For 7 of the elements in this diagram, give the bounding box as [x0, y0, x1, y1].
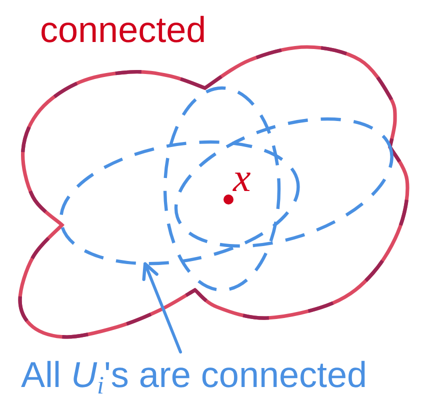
arrow [142, 262, 182, 354]
region-label: connected [40, 10, 206, 50]
dashed-ellipse [58, 139, 302, 267]
point-label: x [233, 158, 251, 198]
dashed-ellipse [173, 116, 395, 248]
dashed-ellipse [162, 85, 282, 293]
annotation-text: All U$_{i}$'s are connected [21, 354, 368, 395]
